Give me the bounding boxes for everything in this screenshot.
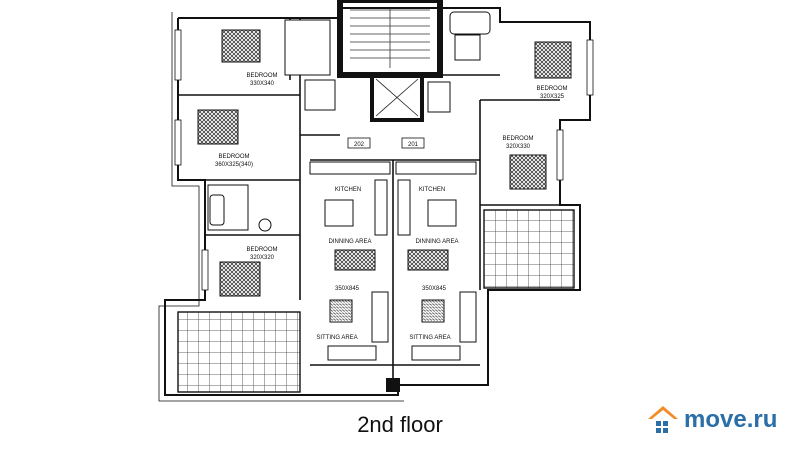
outer-walls	[158, 7, 591, 402]
balconies	[177, 209, 575, 393]
beds	[197, 29, 572, 297]
living-right-size: 350X845	[422, 286, 447, 292]
windows	[174, 29, 594, 291]
apartment-tags: 202 201	[347, 137, 425, 149]
kitchen-left-label: KITCHEN	[335, 187, 361, 193]
dining-tables	[334, 249, 449, 271]
bedroom-sw-size: 320X320	[250, 255, 275, 261]
bedroom-sw-name: BEDROOM	[246, 247, 277, 253]
bedroom-e-size: 320X330	[506, 144, 531, 150]
bathrooms	[207, 11, 491, 232]
bedroom-nw-name: BEDROOM	[246, 73, 277, 79]
entrance-marker	[386, 378, 400, 392]
sitting-right-label: SITTING AREA	[409, 335, 450, 341]
bedroom-ne-size: 320X325	[540, 94, 565, 100]
bedroom-w-name: BEDROOM	[218, 154, 249, 160]
sitting-furniture	[327, 291, 477, 361]
apartment-number-left: 202	[354, 142, 365, 148]
floor-caption: 2nd floor	[357, 412, 443, 437]
stair-core	[337, 0, 443, 122]
kitchen-fixtures	[309, 161, 477, 236]
house-icon	[648, 406, 678, 433]
brand-logo[interactable]: move.ru	[646, 403, 796, 439]
kitchen-right-label: KITCHEN	[419, 187, 445, 193]
bedroom-ne-name: BEDROOM	[536, 86, 567, 92]
bedroom-w-size: 360X325(340)	[215, 162, 253, 168]
dining-right-label: DINNING AREA	[415, 239, 458, 245]
dining-left-label: DINNING AREA	[328, 239, 371, 245]
living-left-size: 350X845	[335, 286, 360, 292]
brand-name: move.ru	[684, 406, 778, 433]
room-labels: BEDROOM 330X340 BEDROOM 360X325(340) BED…	[215, 73, 568, 341]
apartment-number-right: 201	[408, 142, 419, 148]
sitting-left-label: SITTING AREA	[316, 335, 357, 341]
bedroom-nw-size: 330X340	[250, 81, 275, 87]
bedroom-e-name: BEDROOM	[502, 136, 533, 142]
